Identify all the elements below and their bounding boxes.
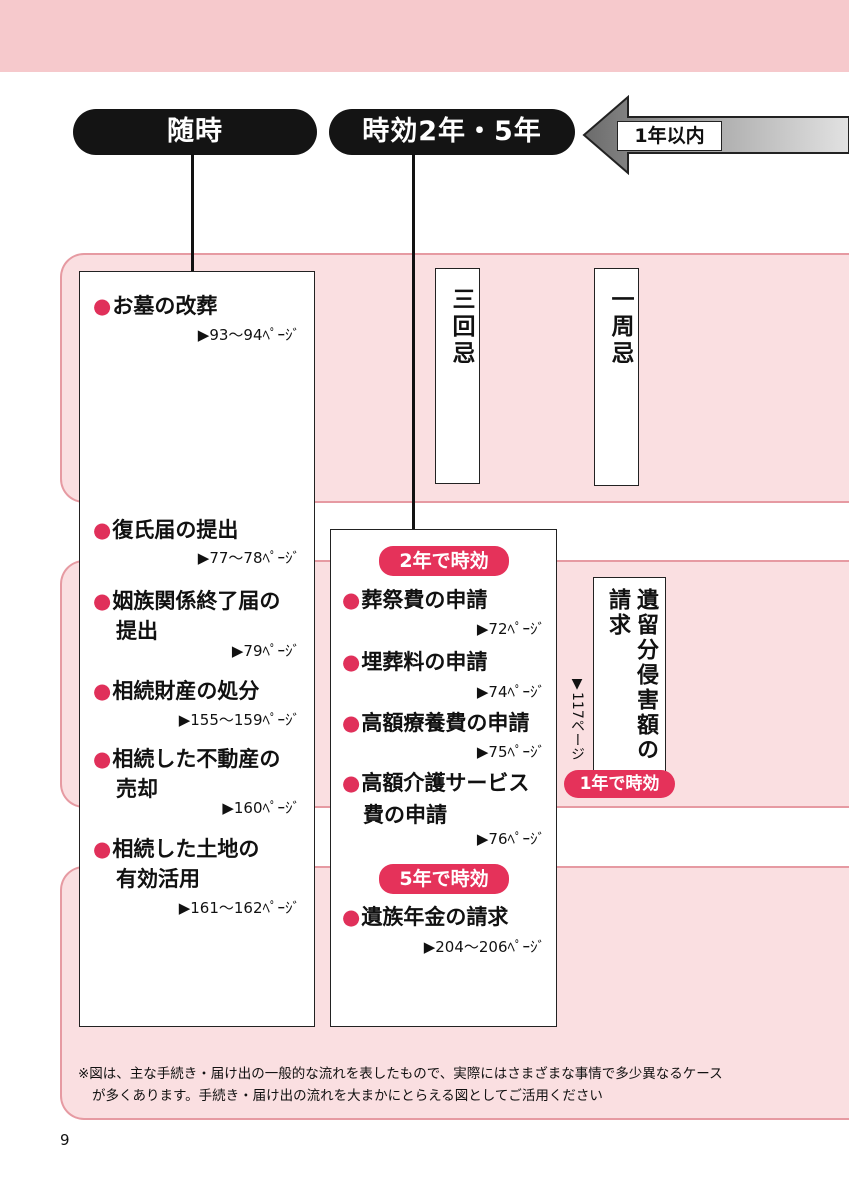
footnote: ※図は、主な手続き・届け出の一般的な流れを表したもので、実際にはさまざまな事情で…: [78, 1063, 798, 1107]
page-ref: ▶79ﾍﾟｰｼﾞ: [231, 642, 300, 660]
item-title: 埋葬料の申請: [361, 650, 488, 674]
page-ref: ▶204〜206ﾍﾟｰｼﾞ: [423, 938, 545, 956]
list-item: ●相続財産の処分: [93, 676, 313, 706]
list-item: ●復氏届の提出: [93, 515, 313, 545]
page-ref: ▶77〜78ﾍﾟｰｼﾞ: [197, 549, 300, 567]
bullet-icon: ●: [93, 679, 112, 703]
connector-statute: [412, 154, 415, 531]
tag-1-year: 1年で時効: [564, 770, 675, 798]
item-title: 高額介護サービス: [361, 771, 530, 795]
bullet-icon: ●: [93, 518, 112, 542]
item-title: 相続した不動産の: [112, 747, 281, 771]
bullet-icon: ●: [342, 588, 361, 612]
footnote-line-2: が多くあります。手続き・届け出の流れを大まかにとらえる図としてご活用ください: [92, 1088, 603, 1104]
bullet-icon: ●: [342, 650, 361, 674]
memorial-first-label: 一周忌: [607, 287, 633, 368]
item-title: 復氏届の提出: [112, 518, 239, 542]
item-title: お墓の改葬: [112, 294, 218, 318]
item-title: 高額療養費の申請: [361, 711, 530, 735]
page-ref: ▶72ﾍﾟｰｼﾞ: [476, 620, 545, 638]
list-item: ●相続した土地の: [93, 834, 313, 864]
bullet-icon: ●: [93, 589, 112, 613]
reserved-portion-title: 遺留分侵害額の請求: [605, 588, 658, 763]
memorial-third-label: 三回忌: [448, 287, 474, 368]
column-statute: [330, 529, 557, 1027]
list-item: ●お墓の改葬: [93, 291, 313, 321]
reserved-portion-ref: ▼117ページ: [569, 676, 585, 761]
column-reserved-portion: 遺留分侵害額の請求: [593, 577, 666, 774]
item-title-cont: 売却: [116, 777, 158, 801]
item-title: 葬祭費の申請: [361, 588, 488, 612]
list-item: ●高額介護サービス: [342, 768, 556, 798]
item-title-cont: 有効活用: [116, 867, 200, 891]
page-ref: ▶161〜162ﾍﾟｰｼﾞ: [178, 899, 300, 917]
footnote-line-1: ※図は、主な手続き・届け出の一般的な流れを表したもので、実際にはさまざまな事情で…: [78, 1066, 723, 1082]
bullet-icon: ●: [93, 747, 112, 771]
memorial-first-box: 一周忌: [594, 268, 639, 486]
page-ref: ▶160ﾍﾟｰｼﾞ: [222, 799, 300, 817]
page-ref: ▶74ﾍﾟｰｼﾞ: [476, 683, 545, 701]
item-title-cont: 費の申請: [363, 803, 447, 827]
list-item: ●高額療養費の申請: [342, 708, 556, 738]
bullet-icon: ●: [93, 294, 112, 318]
bullet-icon: ●: [342, 711, 361, 735]
header-band: [0, 0, 849, 72]
pill-statute: 時効2年・5年: [329, 109, 575, 155]
column-anytime: [79, 271, 315, 1027]
list-item: ●葬祭費の申請: [342, 585, 552, 615]
list-item: ●相続した不動産の: [93, 744, 313, 774]
bullet-icon: ●: [342, 905, 361, 929]
memorial-third-box: 三回忌: [435, 268, 480, 484]
page-ref: ▶155〜159ﾍﾟｰｼﾞ: [178, 711, 300, 729]
list-item: ●遺族年金の請求: [342, 902, 552, 932]
bullet-icon: ●: [93, 837, 112, 861]
page-ref: ▶75ﾍﾟｰｼﾞ: [476, 743, 545, 761]
item-title: 遺族年金の請求: [361, 905, 509, 929]
pill-anytime: 随時: [73, 109, 317, 155]
item-title-cont: 提出: [116, 619, 158, 643]
tag-5-years: 5年で時効: [379, 864, 509, 894]
arrow-label: 1年以内: [617, 121, 722, 151]
item-title: 姻族関係終了届の: [112, 589, 281, 613]
page-ref: ▶93〜94ﾍﾟｰｼﾞ: [197, 326, 300, 344]
item-title: 相続した土地の: [112, 837, 260, 861]
bullet-icon: ●: [342, 771, 361, 795]
tag-2-years: 2年で時効: [379, 546, 509, 576]
connector-anytime: [191, 154, 194, 272]
list-item: ●埋葬料の申請: [342, 647, 552, 677]
page-ref: ▶76ﾍﾟｰｼﾞ: [476, 830, 545, 848]
list-item: ●姻族関係終了届の: [93, 586, 313, 616]
page-number: 9: [60, 1131, 70, 1149]
item-title: 相続財産の処分: [112, 679, 260, 703]
